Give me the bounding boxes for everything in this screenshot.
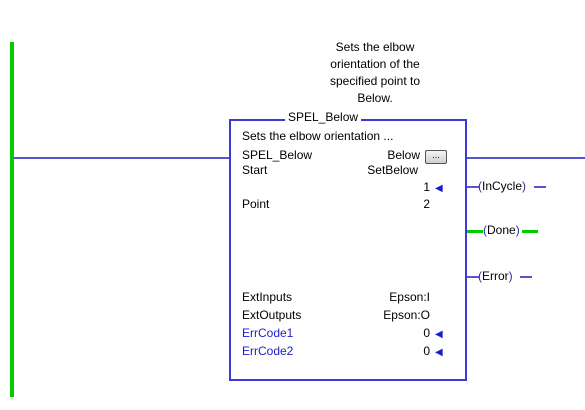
- coil-wire-active: [522, 230, 538, 233]
- operand-label-point: Point: [242, 197, 270, 211]
- browse-ellipsis-button[interactable]: ...: [425, 150, 447, 164]
- operand-value-errcode2: 0: [423, 344, 430, 358]
- operand-value-start: SetBelow: [367, 163, 418, 177]
- coil-label: InCycle: [482, 179, 523, 193]
- operand-value-errcode1: 0: [423, 326, 430, 340]
- coil-error[interactable]: (Error): [478, 269, 513, 283]
- rung-wire-left: [14, 157, 229, 159]
- coil-wire: [467, 276, 479, 278]
- operand-label-errcode2: ErrCode2: [242, 344, 294, 358]
- operand-label-instance: SPEL_Below: [242, 148, 313, 162]
- operand-label-start: Start: [242, 163, 268, 177]
- operand-label-extinputs: ExtInputs: [242, 290, 293, 304]
- rung-wire-right: [467, 157, 585, 159]
- operand-value-extinputs: Epson:I: [389, 290, 430, 304]
- coil-done[interactable]: (Done): [483, 223, 520, 237]
- left-power-rail: [10, 42, 14, 397]
- description-line: specified point to: [329, 74, 421, 88]
- coil-label: Done: [487, 223, 516, 237]
- operand-value-extoutputs: Epson:O: [383, 308, 430, 322]
- operand-label-extoutputs: ExtOutputs: [242, 308, 302, 322]
- operand-value-start-output: 1: [423, 180, 430, 194]
- output-arrow-icon: ◀: [435, 347, 443, 358]
- operand-label-errcode1: ErrCode1: [242, 326, 294, 340]
- coil-label: Error: [482, 269, 509, 283]
- operand-value-instance: Below: [387, 148, 420, 162]
- description-line: orientation of the: [330, 57, 420, 71]
- output-arrow-icon: ◀: [435, 183, 443, 194]
- output-arrow-icon: ◀: [435, 329, 443, 340]
- operand-value-point: 2: [423, 197, 430, 211]
- instruction-summary: Sets the elbow orientation ...: [242, 129, 394, 143]
- instruction-block-title: SPEL_Below: [285, 110, 362, 125]
- coil-wire-active: [467, 230, 483, 233]
- description-line: Sets the elbow: [335, 40, 415, 54]
- coil-wire: [534, 186, 546, 188]
- description-line: Below.: [357, 91, 393, 105]
- coil-incycle[interactable]: (InCycle): [478, 179, 527, 193]
- coil-wire: [520, 276, 532, 278]
- instruction-description: Sets the elbow orientation of the specif…: [290, 39, 460, 107]
- coil-wire: [467, 186, 479, 188]
